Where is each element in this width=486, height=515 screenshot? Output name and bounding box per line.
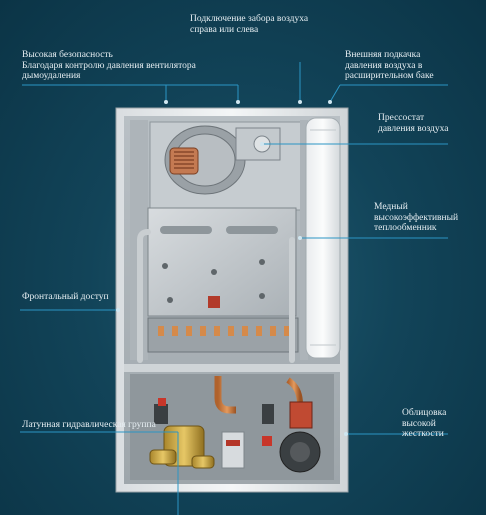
label-expansion: Внешняя подкачка давления воздуха в расш…	[345, 50, 434, 81]
label-safety: Высокая безопасность Благодаря контролю …	[22, 50, 196, 81]
label-pressostat: Прессостат давления воздуха	[378, 113, 449, 134]
circulation-pump	[262, 401, 321, 473]
hydraulic-section	[130, 374, 334, 480]
leader-dots	[116, 100, 348, 436]
brass-group	[149, 398, 215, 469]
divider-shelf	[124, 364, 340, 372]
label-air-intake: Подключение забора воздуха справа или сл…	[190, 14, 309, 35]
gas-valve	[221, 431, 245, 469]
label-brass-group: Латунная гидравлическая группа	[22, 420, 156, 430]
label-front-access: Фронтальный доступ	[22, 292, 109, 302]
label-exchanger: Медный высокоэффективный теплообменник	[374, 202, 459, 233]
heat-exchanger	[147, 207, 297, 317]
leader-lines	[20, 62, 448, 515]
side-pipes	[137, 229, 295, 363]
burner	[147, 317, 299, 353]
label-cladding: Облицовка высокой жесткости	[402, 408, 447, 439]
